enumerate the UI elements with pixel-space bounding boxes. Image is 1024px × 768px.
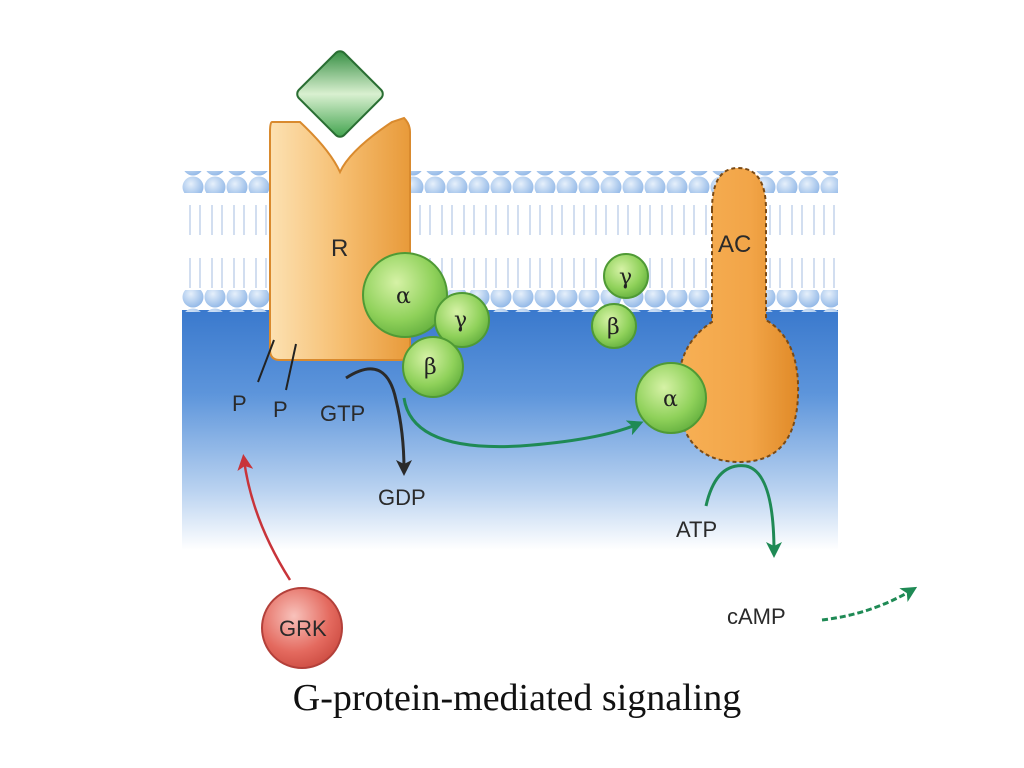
camp-signal-arrow [821, 586, 918, 622]
active-alpha-label: α [663, 387, 678, 412]
g-alpha-subunit [362, 252, 448, 338]
g-beta-subunit [402, 336, 464, 398]
g-protein-trimer: α γ β [362, 252, 490, 398]
ac-label: AC [718, 231, 751, 258]
alpha-label: α [396, 284, 411, 309]
gdp-label: GDP [378, 485, 426, 510]
gdp-release-arrow [345, 367, 412, 476]
active-g-alpha: α [635, 362, 707, 434]
camp-label: cAMP [727, 604, 786, 629]
phosphorylation-sites [257, 339, 297, 391]
alpha-activation-arrow [402, 397, 644, 449]
ligand [296, 50, 384, 138]
atp-conversion-arrow [704, 464, 782, 558]
phosphate-label-2: P [273, 397, 288, 422]
gamma-label: γ [454, 308, 467, 333]
gtp-label: GTP [320, 401, 365, 426]
free-beta-gamma: γ β [591, 253, 649, 349]
free-gamma-label: γ [619, 265, 632, 290]
grk-phosphorylation-arrow [237, 454, 292, 581]
free-beta-label: β [607, 315, 620, 340]
grk-kinase: GRK [261, 587, 343, 669]
beta-label: β [424, 355, 437, 380]
atp-label: ATP [676, 517, 717, 542]
grk-label: GRK [279, 616, 327, 641]
figure-caption: G-protein-mediated signaling [292, 677, 742, 719]
g-gamma-subunit [434, 292, 490, 348]
receptor-label: R [331, 235, 348, 262]
phosphate-label-1: P [232, 391, 247, 416]
